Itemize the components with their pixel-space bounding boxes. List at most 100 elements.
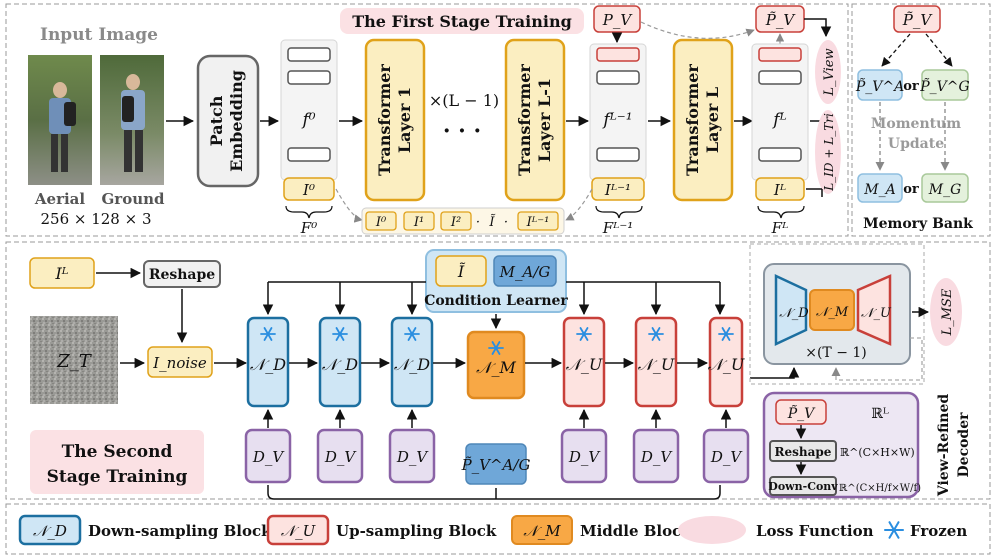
up-sampling-block: 𝒩_U	[562, 316, 606, 408]
zt-noise-image	[30, 316, 118, 404]
repeat-nm-label: 𝒩_M	[816, 305, 849, 320]
dv-label: D_V	[568, 448, 602, 466]
dims-label: 256 × 128 × 3	[40, 210, 151, 228]
legend-nd-swatch	[18, 514, 82, 546]
legend-nm-swatch	[511, 515, 573, 545]
cond-I-label: Ĩ	[457, 261, 466, 281]
repeat-nu-shape	[856, 274, 892, 346]
dv-bus	[267, 485, 721, 500]
dv-block: D_V	[560, 428, 608, 484]
stage2-title-line2: Stage Training	[47, 467, 188, 487]
repeat-t-label: ×(T − 1)	[805, 345, 867, 361]
repeat-nd-shape	[774, 274, 808, 346]
snowflake-icon	[488, 341, 504, 355]
snowflake-icon	[260, 327, 276, 341]
memory-mg	[921, 173, 969, 203]
dv-label: D_V	[252, 448, 286, 466]
legend-nm-symbol: 𝒩_M	[523, 522, 561, 540]
up-sampling-block: 𝒩_U	[634, 316, 678, 408]
I0-label: I⁰	[302, 181, 315, 199]
input-image-title: Input Image	[40, 25, 158, 45]
stage2-IL-label: Iᴸ	[54, 264, 68, 283]
legend-snowflake-icon	[884, 521, 904, 539]
loss-mse-ellipse	[930, 278, 962, 346]
concat-token-label: I¹	[413, 215, 424, 230]
IL-token	[755, 177, 805, 201]
stage1-title-bg	[340, 8, 584, 34]
F0-label: F⁰	[300, 219, 317, 237]
repeat-dashed-frame	[749, 243, 925, 385]
fL1-token-stack	[589, 43, 647, 181]
loss-mse-label: L_MSE	[940, 288, 955, 336]
ground-image	[100, 55, 164, 185]
concat-token	[365, 211, 397, 231]
block-label: 𝒩_D	[394, 355, 430, 374]
arrow-unet-repeat	[750, 366, 800, 379]
decoder-downconv-label: Down-Conv	[768, 480, 838, 493]
arrow-I0-concat	[335, 188, 363, 223]
stage2-IL-token	[29, 257, 95, 289]
legend-frame	[5, 503, 991, 555]
stage1-title: The First Stage Training	[352, 12, 572, 31]
pv-tilde-label: P̃_V	[765, 11, 797, 29]
middle-block: 𝒩_M	[466, 330, 526, 400]
legend-nm-text: Middle Block	[580, 522, 692, 540]
dv-block: D_V	[702, 428, 750, 484]
dv-label: D_V	[640, 448, 674, 466]
tl1-line1: Transformer	[375, 64, 394, 176]
pv-label: P_V	[602, 11, 634, 29]
pv-ag-label: P̃_V^A/G	[461, 456, 531, 474]
cond-M-label: M_A/G	[499, 263, 551, 281]
momentum-line1: Momentum	[871, 116, 961, 132]
down-sampling-block: 𝒩_D	[246, 316, 290, 408]
decoder-space-L: ℝᴸ	[871, 406, 889, 422]
dv-block: D_V	[632, 428, 680, 484]
snowflake-icon	[718, 327, 734, 341]
dv-block: D_V	[316, 428, 364, 484]
dots-label: · · ·	[443, 118, 481, 144]
F0-brace	[285, 205, 333, 219]
repeat-label: ×(L − 1)	[429, 91, 499, 110]
concat-token	[403, 211, 435, 231]
decoder-pv-label: P̃_V	[787, 404, 816, 422]
dv-block: D_V	[244, 428, 292, 484]
legend-nu-symbol: 𝒩_U	[281, 522, 317, 540]
cond-I-token	[435, 255, 487, 287]
legend-loss-text: Loss Function	[756, 522, 874, 540]
fL-label: fᴸ	[771, 110, 786, 130]
snowflake-icon	[332, 327, 348, 341]
cond-M-token	[493, 255, 557, 287]
block-label: 𝒩_D	[322, 355, 358, 374]
decoder-downconv-block	[769, 476, 837, 496]
dv-label: D_V	[324, 448, 358, 466]
f0-token-stack	[280, 39, 338, 181]
stage2-title-line1: The Second	[62, 442, 173, 462]
concat-token-label: ·	[504, 215, 508, 230]
dv-block: D_V	[388, 428, 436, 484]
FL-brace	[757, 205, 805, 219]
transformer-layer-1	[364, 38, 426, 202]
patch-embedding-line1: Patch	[207, 95, 226, 146]
memory-pv-tilde	[893, 5, 941, 33]
decoder-space-down: ℝ^(C×H/f×W/f)	[839, 483, 921, 494]
pv-ag-token	[465, 443, 527, 485]
memory-pvg-label: P̃_V^G	[919, 77, 969, 95]
stage2-reshape-label: Reshape	[149, 267, 215, 283]
FL1-brace	[595, 205, 643, 219]
inoise-label: I_noise	[152, 354, 207, 372]
memory-or-1: or	[903, 79, 919, 94]
IL1-label: Iᴸ⁻¹	[604, 181, 631, 199]
tlL-line1: Transformer	[683, 64, 702, 176]
memory-ma	[857, 173, 903, 203]
dv-label: D_V	[396, 448, 430, 466]
loss-id-label: L_ID + L_Tri	[822, 113, 836, 192]
concat-token	[440, 211, 472, 231]
decoder-title-line2: Decoder	[956, 412, 972, 478]
cond-drops	[262, 282, 726, 316]
legend-loss-swatch	[678, 516, 746, 544]
memory-frame	[851, 3, 991, 237]
concat-token-label: Ĩ	[488, 214, 496, 230]
loss-id-ellipse	[815, 110, 841, 194]
